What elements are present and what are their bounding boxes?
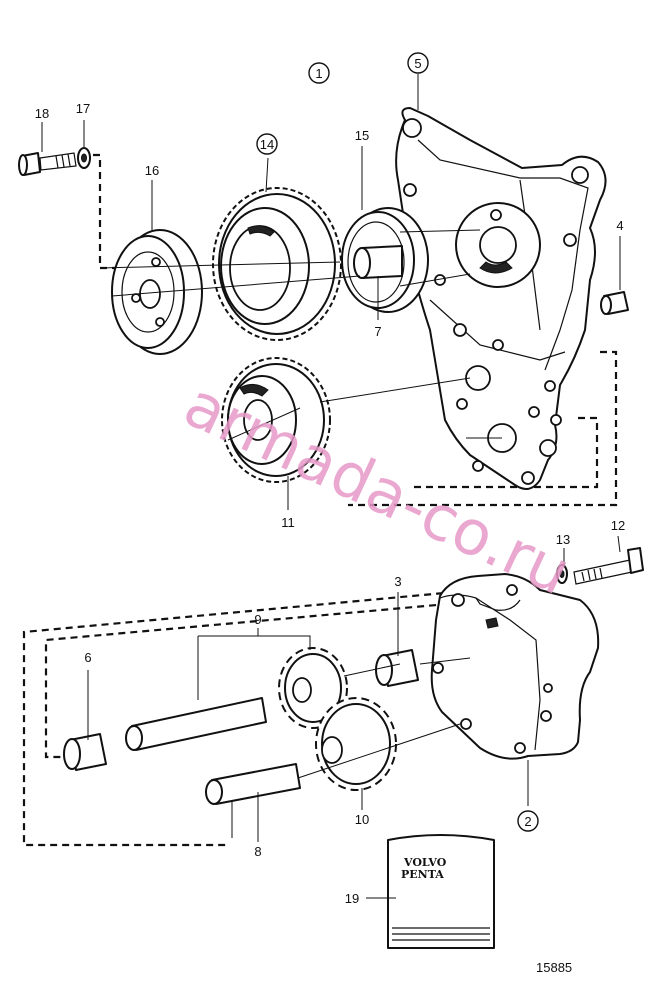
pump-bushing xyxy=(375,649,419,687)
callout-4: 4 xyxy=(616,218,623,233)
pump-bushing-left xyxy=(63,733,107,771)
assembly-dashed-line-top xyxy=(93,153,122,270)
booklet-brand-line-1: VOLVO xyxy=(403,856,447,869)
pump-washer xyxy=(556,564,568,584)
callout-3: 3 xyxy=(394,574,401,589)
callout-6: 6 xyxy=(84,650,91,665)
assembly-dashed-line-right xyxy=(348,350,618,507)
callout-9: 9 xyxy=(254,612,261,627)
callout-12: 12 xyxy=(611,518,625,533)
dowel-pin xyxy=(600,291,629,315)
figure-number: 15885 xyxy=(536,960,572,975)
callout-19: 19 xyxy=(345,891,359,906)
leader-lines xyxy=(41,74,621,899)
pump-idler-shaft xyxy=(205,763,301,805)
washer xyxy=(77,147,91,169)
center-lines xyxy=(99,229,502,838)
timing-cover xyxy=(395,107,607,490)
camshaft-gear xyxy=(212,187,342,341)
bushing xyxy=(353,245,403,279)
oil-pump-housing xyxy=(430,573,600,760)
callout-5: 5 xyxy=(414,56,421,71)
callout-13: 13 xyxy=(556,532,570,547)
callout-8: 8 xyxy=(254,844,261,859)
pump-drive-shaft xyxy=(125,697,267,751)
callout-10: 10 xyxy=(355,812,369,827)
callout-circle-2 xyxy=(517,810,539,832)
volvo-penta-booklet: VOLVO PENTA xyxy=(387,834,495,949)
callout-2: 2 xyxy=(524,814,531,829)
callout-7: 7 xyxy=(374,324,381,339)
booklet-brand-line-2: PENTA xyxy=(401,868,444,881)
assembly-dashed-line-left-outer xyxy=(22,590,456,847)
assembly-dashed-line-inner xyxy=(412,416,599,489)
callout-18: 18 xyxy=(35,106,49,121)
callout-15: 15 xyxy=(355,128,369,143)
callout-circle-14 xyxy=(256,133,278,155)
pulley-hub xyxy=(111,229,203,355)
callout-16: 16 xyxy=(145,163,159,178)
callout-1: 1 xyxy=(315,66,322,81)
crankshaft-gear xyxy=(221,357,331,483)
bolt xyxy=(18,152,77,176)
callout-circle-1 xyxy=(308,62,330,84)
pump-bolt xyxy=(573,547,644,585)
assembly-dashed-line-left-inner xyxy=(44,602,449,759)
callout-circle-5 xyxy=(407,52,429,74)
callout-14: 14 xyxy=(260,137,274,152)
callout-17: 17 xyxy=(76,101,90,116)
pump-driven-gear xyxy=(315,697,397,791)
callout-11: 11 xyxy=(281,515,295,530)
